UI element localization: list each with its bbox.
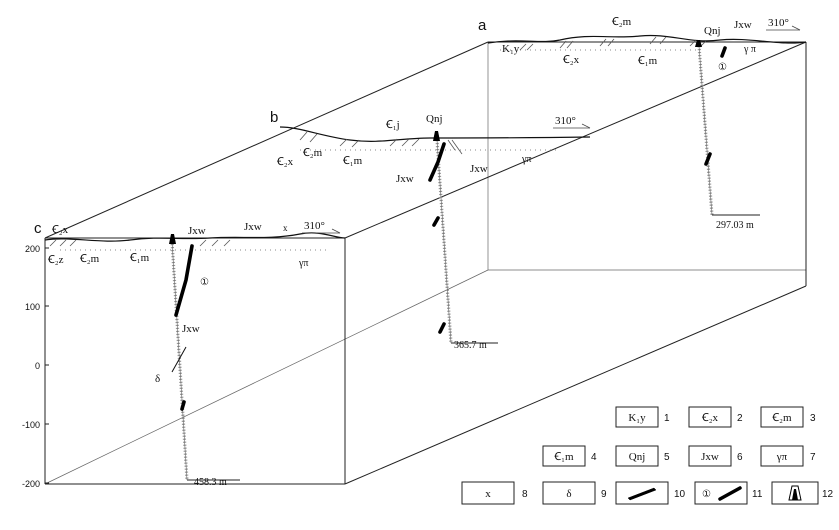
legend-symbol: Qnj: [629, 451, 646, 463]
legend-number: 10: [674, 489, 686, 500]
drill-collar-icon: [695, 40, 702, 47]
orebody-number: ①: [718, 62, 727, 73]
legend-number: 5: [664, 452, 670, 463]
unit-label: Ꞓ₂m: [79, 253, 100, 265]
unit-label: Ꞓ₂x: [276, 156, 294, 168]
elev-tick: -200: [22, 479, 40, 489]
legend-number: 6: [737, 452, 743, 463]
section-c-labels: c 310° Ꞓ₂x Jxw Jxw x Ꞓ₂z Ꞓ₂m Ꞓ₁m ① γπ Jx…: [34, 220, 341, 488]
ore-body: [428, 142, 446, 182]
block-frame: [44, 41, 807, 485]
unit-label: γπ: [298, 258, 308, 269]
legend-number: 9: [601, 489, 607, 500]
unit-label: Jxw: [188, 225, 206, 237]
section-letter: b: [270, 109, 278, 126]
unit-label: Ꞓ₁m: [342, 155, 363, 167]
legend-number: 1: [664, 413, 670, 424]
legend-number: 12: [822, 489, 834, 500]
legend: K₁y 1 Ꞓ₂x 2 Ꞓ₂m 3 Ꞓ₁m 4 Qnj 5 Jxw 6 γπ 7…: [461, 406, 834, 505]
unit-label: Ꞓ₁m: [129, 252, 150, 264]
unit-label: γ π: [743, 44, 756, 55]
unit-label: Jxw: [182, 323, 200, 335]
ore-body: [704, 152, 712, 166]
hole-depth-label: 365.7 m: [454, 340, 487, 351]
section-b-labels: b 310° Ꞓ₁j Qnj Ꞓ₂x Ꞓ₂m Ꞓ₁m Jxw Jxw γπ 36…: [270, 109, 591, 351]
ore-body: [180, 400, 186, 411]
legend-symbol: γπ: [776, 451, 788, 463]
unit-label: Ꞓ₂z: [47, 254, 64, 266]
unit-label: Ꞓ₁j: [385, 119, 400, 131]
legend-number: 8: [522, 489, 528, 500]
numbered-orebody-icon: [718, 486, 742, 501]
elev-tick: 100: [25, 302, 40, 312]
legend-symbol: Ꞓ₂x: [701, 412, 719, 424]
section-a-terrain: [487, 34, 807, 51]
unit-label: Jxw: [470, 163, 488, 175]
legend-number: 11: [752, 489, 763, 500]
unit-label: Jxw: [244, 221, 262, 233]
ore-body: [432, 216, 440, 227]
hole-depth-label: 458.3 m: [194, 477, 227, 488]
section-letter: c: [34, 220, 42, 237]
legend-number: 4: [591, 452, 597, 463]
drill-hole-c: [169, 234, 240, 481]
unit-label: Ꞓ₂m: [611, 16, 632, 28]
orebody-number: ①: [200, 277, 209, 288]
elev-tick: -100: [22, 420, 40, 430]
unit-label: K₁y: [502, 43, 520, 55]
legend-symbol: Ꞓ₁m: [553, 451, 574, 463]
ore-body: [720, 46, 727, 58]
drill-collar-icon: [169, 234, 176, 244]
legend-number: 7: [810, 452, 816, 463]
unit-label: γπ: [521, 154, 531, 165]
orientation-label: 310°: [304, 220, 325, 232]
ore-body: [438, 322, 446, 334]
ore-body: [174, 244, 194, 317]
legend-number: 3: [810, 413, 816, 424]
unit-label: Jxw: [396, 173, 414, 185]
elev-tick: 0: [35, 361, 40, 371]
legend-symbol: x: [485, 488, 491, 500]
unit-label: δ: [155, 373, 160, 385]
legend-number: 2: [737, 413, 743, 424]
unit-label: Ꞓ₂x: [562, 54, 580, 66]
hole-depth-label: 297.03 m: [716, 220, 754, 231]
orientation-label: 310°: [768, 17, 789, 29]
legend-symbol: ①: [702, 489, 711, 500]
unit-label: Jxw: [734, 19, 752, 31]
section-a-labels: a 310° K₁y Ꞓ₂m Ꞓ₂x Ꞓ₁m Qnj Jxw γ π ① 297…: [478, 16, 801, 231]
legend-symbol: Jxw: [701, 451, 719, 463]
ore-lens-icon: [627, 487, 657, 501]
unit-label: x: [283, 223, 288, 233]
unit-label: Ꞓ₂x: [51, 224, 69, 236]
unit-label: Ꞓ₂m: [302, 147, 323, 159]
section-letter: a: [478, 17, 487, 34]
legend-symbol: δ: [566, 488, 571, 500]
drill-collar-icon: [433, 131, 440, 141]
unit-label: Qnj: [704, 25, 721, 37]
legend-symbol: Ꞓ₂m: [771, 412, 792, 424]
drill-collar-icon: [788, 485, 802, 501]
drill-hole-a: [695, 40, 760, 216]
legend-symbol: K₁y: [628, 412, 646, 424]
orientation-label: 310°: [555, 115, 576, 127]
drill-hole-b: [428, 131, 498, 344]
elevation-axis: 200 100 0 -100 -200: [22, 244, 49, 489]
ore-lens: [171, 346, 187, 373]
unit-label: Qnj: [426, 113, 443, 125]
elev-tick: 200: [25, 244, 40, 254]
section-b-terrain: [279, 126, 591, 155]
unit-label: Ꞓ₁m: [637, 55, 658, 67]
